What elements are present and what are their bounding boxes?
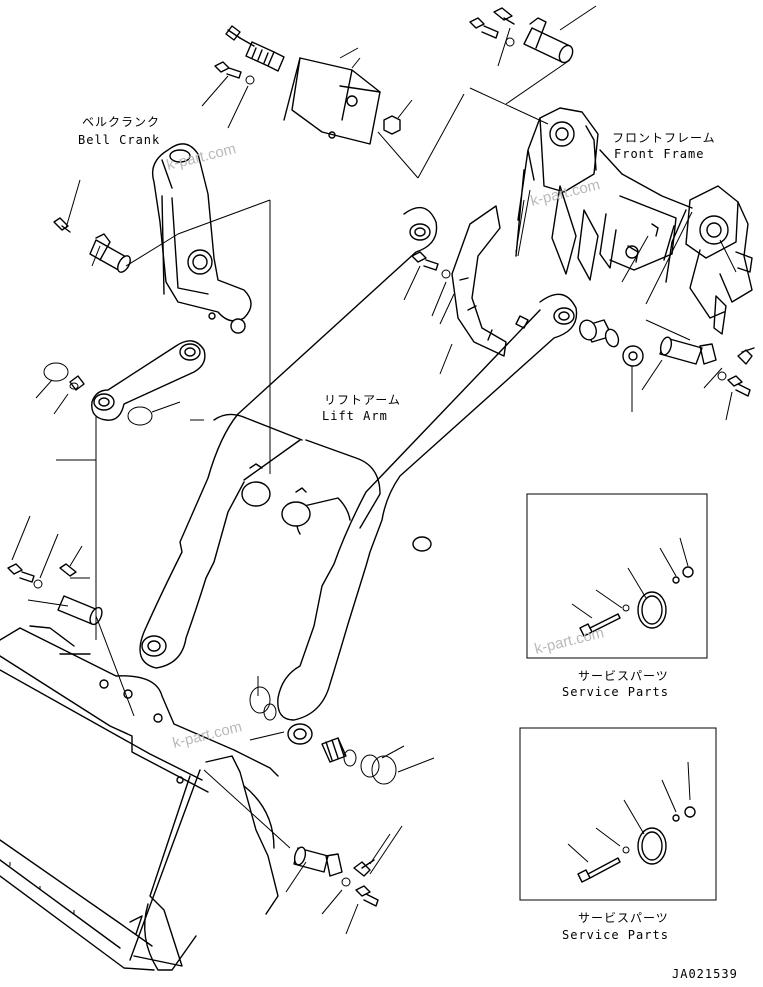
watermark-4: k-part.com bbox=[171, 718, 244, 752]
bucket-link bbox=[91, 340, 206, 421]
service-parts-2-label-en: Service Parts bbox=[562, 928, 669, 942]
bell-crank bbox=[151, 143, 252, 334]
shim-washer-right bbox=[622, 345, 644, 367]
frame-pin-top bbox=[523, 17, 574, 64]
lift-arm-label-en: Lift Arm bbox=[322, 409, 388, 423]
front-frame-label-en: Front Frame bbox=[614, 147, 704, 161]
figure-code: JA021539 bbox=[672, 967, 738, 981]
link-seal-group bbox=[35, 362, 181, 461]
lift-arm-bolt bbox=[403, 251, 451, 317]
front-frame-label-jp: フロントフレーム bbox=[612, 131, 716, 145]
service-parts-1-label-jp: サービスパーツ bbox=[578, 669, 669, 683]
curved-plate bbox=[439, 205, 529, 375]
service-parts-1-label-en: Service Parts bbox=[562, 685, 669, 699]
service-parts-box-2 bbox=[519, 727, 717, 901]
frame-pin-lower bbox=[659, 336, 717, 365]
lift-arm bbox=[139, 206, 578, 745]
watermark-2: k-part.com bbox=[529, 176, 602, 210]
pin-bushing-top bbox=[245, 41, 285, 72]
bolt-top-left bbox=[214, 61, 242, 79]
bucket bbox=[0, 625, 285, 971]
service-parts-2-label-jp: サービスパーツ bbox=[578, 911, 669, 925]
front-frame bbox=[515, 107, 753, 335]
lower-frame-pin-group bbox=[579, 319, 755, 421]
bell-crank-pin-group bbox=[53, 179, 271, 474]
service-snap-ring-1 bbox=[637, 591, 667, 629]
bucket-pin-group-left bbox=[7, 460, 135, 717]
watermark-3: k-part.com bbox=[533, 624, 606, 658]
upper-pin-block-group bbox=[201, 25, 413, 145]
service-snap-ring-2 bbox=[637, 827, 667, 865]
front-frame-pin-group bbox=[377, 5, 597, 179]
service-parts-box-1 bbox=[526, 493, 708, 659]
washer-top-left bbox=[245, 75, 255, 85]
bell-crank-label-en: Bell Crank bbox=[78, 133, 160, 147]
bucket-pin-group-lower bbox=[203, 769, 403, 935]
service-bolt-2 bbox=[577, 857, 621, 883]
lock-nut-top bbox=[383, 115, 401, 135]
bushing-lower bbox=[321, 737, 347, 763]
frame-right-bracket bbox=[663, 185, 753, 335]
service-bolt-1 bbox=[579, 613, 621, 637]
spacer-ring bbox=[579, 319, 620, 348]
mounting-block bbox=[283, 57, 381, 145]
bucket-pin-seal-group bbox=[249, 676, 435, 785]
grease-fitting-top bbox=[225, 25, 255, 47]
lift-arm-label-jp: リフトアーム bbox=[324, 393, 401, 407]
bell-crank-label-jp: ベルクランク bbox=[82, 115, 160, 129]
